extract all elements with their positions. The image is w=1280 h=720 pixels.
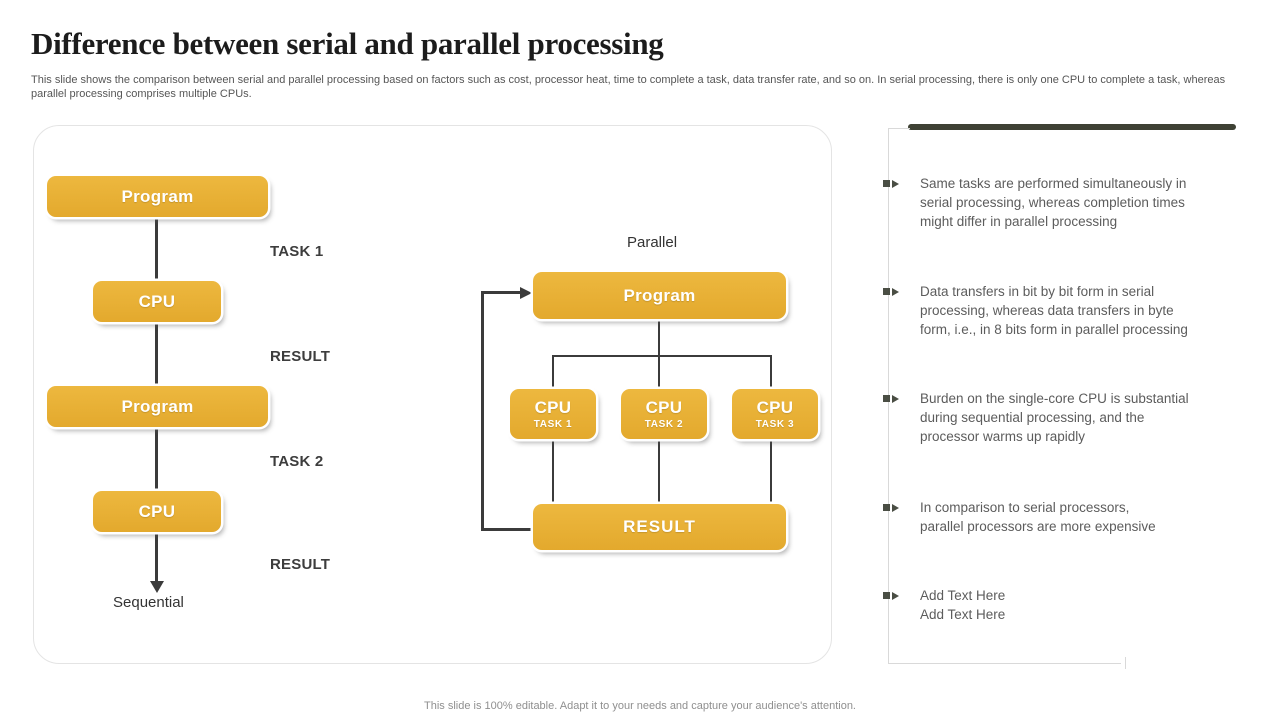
connector-cpu2-down bbox=[658, 438, 660, 506]
node-label: Program bbox=[623, 285, 696, 305]
bullet-line: processing, whereas data transfers in by… bbox=[920, 303, 1174, 318]
bullet-line: parallel processors are more expensive bbox=[920, 519, 1156, 534]
bullet-line: Data transfers in bit by bit form in ser… bbox=[920, 284, 1155, 299]
connector-cpu3-down bbox=[770, 438, 772, 506]
panel-border-bottom bbox=[888, 663, 1121, 664]
bullet-line: form, i.e., in 8 bits form in parallel p… bbox=[920, 322, 1188, 337]
square-arrow-bullet-icon bbox=[883, 174, 920, 193]
connector-splitter bbox=[552, 355, 772, 357]
square-arrow-bullet-icon bbox=[883, 389, 920, 408]
bullet-line: might differ in parallel processing bbox=[920, 214, 1118, 229]
bullet-line: serial processing, whereas completion ti… bbox=[920, 195, 1185, 210]
parallel-caption: Parallel bbox=[627, 234, 678, 251]
flow-label-result-2: RESULT bbox=[270, 556, 331, 573]
accent-bar bbox=[908, 124, 1236, 130]
parallel-program-node[interactable]: Program bbox=[533, 272, 786, 319]
bullet-text: Add Text Here Add Text Here bbox=[920, 586, 1005, 624]
node-label: RESULT bbox=[623, 517, 696, 536]
connector-cpu1-up bbox=[552, 355, 554, 390]
node-sublabel: TASK 1 bbox=[533, 419, 573, 430]
connector-cpu1-down bbox=[552, 438, 554, 506]
square-arrow-bullet-icon bbox=[883, 282, 920, 301]
node-label: CPU bbox=[756, 398, 794, 417]
parallel-cpu-3-node[interactable]: CPU TASK 3 bbox=[732, 389, 818, 439]
node-sublabel: TASK 3 bbox=[755, 419, 795, 430]
add-text-placeholder[interactable]: Add Text Here bbox=[920, 588, 1006, 603]
parallel-cpu-1-node[interactable]: CPU TASK 1 bbox=[510, 389, 596, 439]
node-label: CPU bbox=[138, 291, 176, 311]
bullet-text: Data transfers in bit by bit form in ser… bbox=[920, 282, 1188, 339]
connector-program-down bbox=[658, 318, 660, 356]
flow-label-task-2: TASK 2 bbox=[270, 453, 324, 470]
bullet-item: Burden on the single-core CPU is substan… bbox=[883, 389, 1253, 446]
node-label: CPU bbox=[138, 501, 176, 521]
feedback-arrowhead-icon bbox=[520, 287, 532, 299]
parallel-cpu-2-node[interactable]: CPU TASK 2 bbox=[621, 389, 707, 439]
flow-label-task-1: TASK 1 bbox=[270, 243, 324, 260]
bullet-text: In comparison to serial processors, para… bbox=[920, 498, 1156, 536]
node-label: CPU bbox=[645, 398, 683, 417]
sequential-program-2-node[interactable]: Program bbox=[47, 386, 268, 427]
sequential-arrowhead-icon bbox=[150, 581, 164, 593]
connector-cpu2-up bbox=[658, 355, 660, 390]
panel-border-tick bbox=[1125, 657, 1126, 669]
bullet-line: Same tasks are performed simultaneously … bbox=[920, 176, 1187, 191]
bullet-item: Same tasks are performed simultaneously … bbox=[883, 174, 1253, 231]
bullet-line: processor warms up rapidly bbox=[920, 429, 1086, 444]
flow-label-result-1: RESULT bbox=[270, 348, 331, 365]
feedback-loop-top bbox=[481, 291, 523, 294]
node-sublabel: TASK 2 bbox=[644, 419, 684, 430]
square-arrow-bullet-icon bbox=[883, 586, 920, 605]
add-text-placeholder[interactable]: Add Text Here bbox=[920, 607, 1006, 622]
feedback-loop-bottom bbox=[481, 528, 534, 531]
slide-description: This slide shows the comparison between … bbox=[31, 74, 1226, 100]
bullet-item: Add Text Here Add Text Here bbox=[883, 586, 1253, 624]
sequential-cpu-1-node[interactable]: CPU bbox=[93, 281, 221, 322]
bullet-text: Burden on the single-core CPU is substan… bbox=[920, 389, 1189, 446]
node-label: Program bbox=[121, 186, 194, 206]
bullet-line: In comparison to serial processors, bbox=[920, 500, 1130, 515]
bullet-item: Data transfers in bit by bit form in ser… bbox=[883, 282, 1253, 339]
panel-border-top bbox=[888, 128, 910, 129]
sequential-cpu-2-node[interactable]: CPU bbox=[93, 491, 221, 532]
feedback-loop-vertical bbox=[481, 291, 484, 531]
footer-note: This slide is 100% editable. Adapt it to… bbox=[424, 700, 856, 712]
sequential-caption: Sequential bbox=[113, 594, 184, 611]
bullet-text: Same tasks are performed simultaneously … bbox=[920, 174, 1186, 231]
bullet-line: Burden on the single-core CPU is substan… bbox=[920, 391, 1189, 406]
sequential-program-1-node[interactable]: Program bbox=[47, 176, 268, 217]
connector-cpu3-up bbox=[770, 355, 772, 390]
bullet-item: In comparison to serial processors, para… bbox=[883, 498, 1253, 536]
square-arrow-bullet-icon bbox=[883, 498, 920, 517]
node-label: CPU bbox=[534, 398, 572, 417]
node-label: Program bbox=[121, 396, 194, 416]
parallel-result-node[interactable]: RESULT bbox=[533, 504, 786, 550]
page-title: Difference between serial and parallel p… bbox=[31, 26, 664, 61]
bullet-line: during sequential processing, and the bbox=[920, 410, 1145, 425]
